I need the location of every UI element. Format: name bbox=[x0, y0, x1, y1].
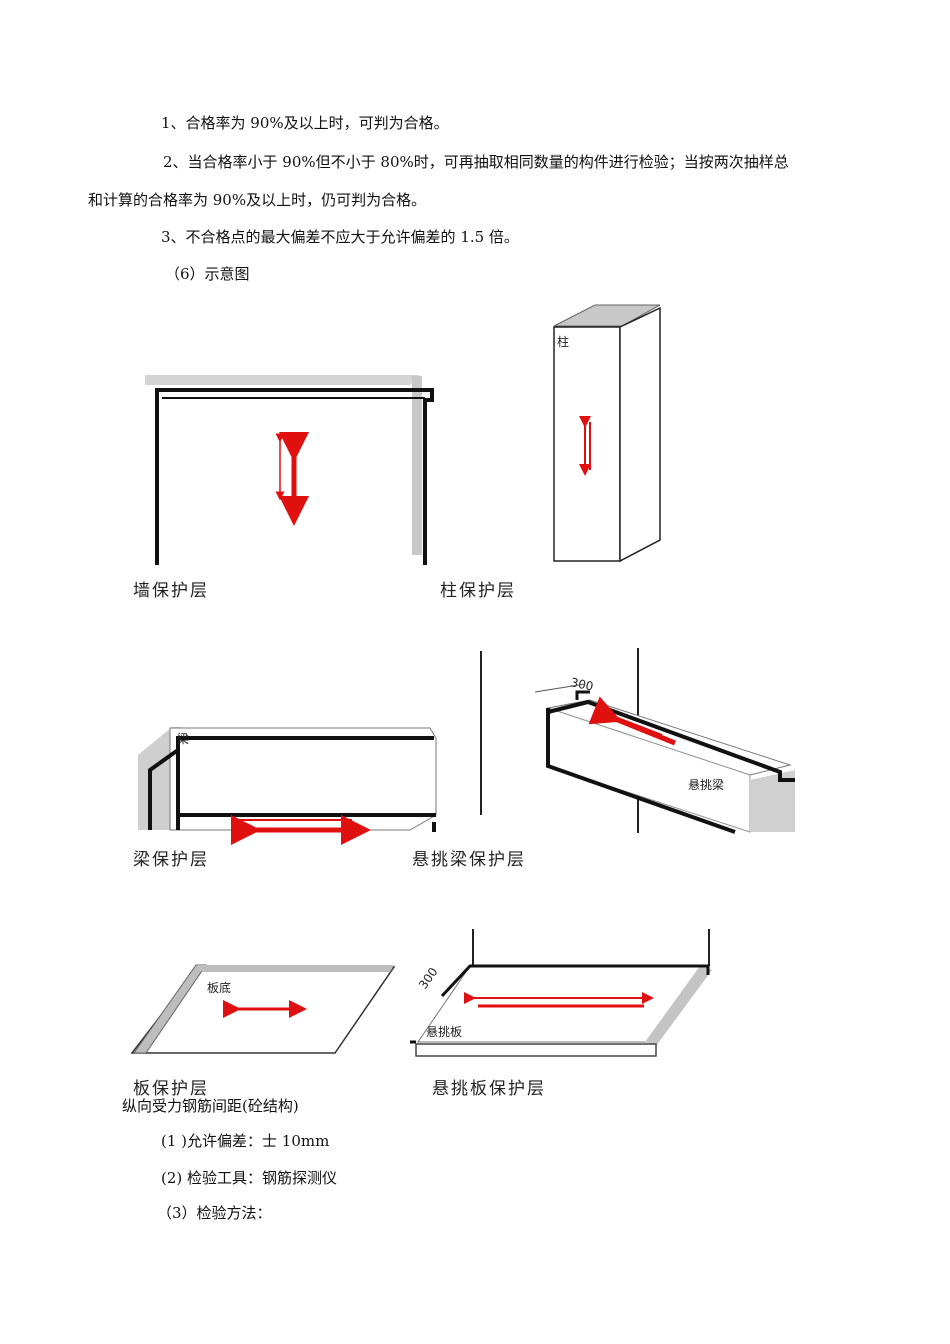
paragraph-3: 3、不合格点的最大偏差不应大于允许偏差的 1.5 倍。 bbox=[161, 228, 519, 246]
cantilever-beam-label: 悬挑梁 bbox=[688, 777, 724, 792]
beam-label: 梁 bbox=[177, 731, 189, 746]
beam-diagram: 梁 bbox=[138, 727, 437, 845]
column-label: 柱 bbox=[557, 334, 569, 349]
figure-heading: （6）示意图 bbox=[165, 265, 250, 283]
caption-cantilever-slab: 悬挑板保护层 bbox=[432, 1079, 546, 1099]
item-tool: (2) 检验工具：钢筋探测仪 bbox=[161, 1169, 338, 1187]
paragraph-2-line-1: 2、当合格率小于 90%但不小于 80%时，可再抽取相同数量的构件进行检验；当按… bbox=[163, 153, 789, 171]
column-diagram: 柱 bbox=[553, 304, 661, 563]
caption-beam: 梁保护层 bbox=[133, 850, 209, 870]
paragraph-2-line-2: 和计算的合格率为 90%及以上时，仍可判为合格。 bbox=[88, 191, 427, 209]
section-heading: 纵向受力钢筋间距(砼结构) bbox=[122, 1097, 299, 1115]
wall-diagram bbox=[145, 375, 434, 565]
slab-diagram: 板底 bbox=[130, 964, 396, 1054]
caption-column: 柱保护层 bbox=[440, 581, 516, 601]
caption-cantilever-beam: 悬挑梁保护层 bbox=[412, 850, 526, 870]
item-tolerance: (1 )允许偏差：士 10mm bbox=[161, 1132, 330, 1150]
caption-wall: 墙保护层 bbox=[133, 581, 209, 601]
slab-label: 板底 bbox=[207, 980, 231, 995]
paragraph-1: 1、合格率为 90%及以上时，可判为合格。 bbox=[161, 114, 449, 132]
cantilever-slab-dim: 300 bbox=[416, 965, 441, 992]
item-method: （3）检验方法： bbox=[157, 1204, 272, 1222]
cantilever-slab-diagram: 300 悬挑板 bbox=[410, 929, 712, 1057]
cantilever-beam-diagram: 300 悬挑梁 bbox=[534, 648, 795, 834]
caption-slab: 板保护层 bbox=[133, 1079, 209, 1099]
cantilever-slab-label: 悬挑板 bbox=[426, 1025, 462, 1039]
